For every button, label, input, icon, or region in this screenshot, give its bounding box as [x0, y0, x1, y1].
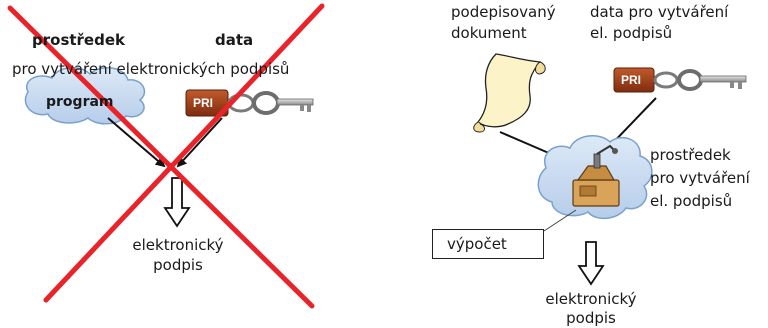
right-output-line1: elektronický — [545, 290, 637, 308]
pri-label-right: PRI — [621, 73, 642, 87]
document-label-line2: dokument — [451, 24, 527, 42]
pri-key-icon-right — [613, 67, 747, 93]
document-scroll-icon — [473, 53, 546, 133]
program-label: program — [46, 94, 114, 110]
arrow-key-to-output — [176, 117, 223, 168]
data-label-line2: el. podpisů — [590, 24, 673, 42]
document-label-line1: podepisovaný — [451, 3, 556, 21]
connector-computation — [543, 209, 577, 232]
left-output-line2: podpis — [153, 256, 203, 274]
pri-key-icon-left — [185, 89, 314, 117]
left-output-line1: elektronický — [132, 236, 224, 254]
device-label-line3: el. podpisů — [650, 192, 733, 210]
cross-out-mark — [7, 3, 325, 309]
left-subtitle: pro vytváření elektronických podpisů — [12, 60, 290, 78]
right-output-line2: podpis — [566, 309, 616, 327]
down-arrow-left — [163, 177, 191, 228]
data-label-line1: data pro vytváření — [590, 3, 729, 21]
down-arrow-right — [577, 241, 605, 286]
arrow-program-to-output — [107, 117, 166, 168]
signature-device-icon — [572, 144, 620, 207]
pri-label-left: PRI — [193, 96, 214, 110]
computation-box: výpočet — [432, 229, 544, 259]
device-label-line2: pro vytváření — [650, 169, 750, 187]
device-label-line1: prostředek — [650, 146, 731, 164]
left-prostredek-title: prostředek — [32, 31, 125, 49]
left-data-title: data — [215, 31, 254, 49]
